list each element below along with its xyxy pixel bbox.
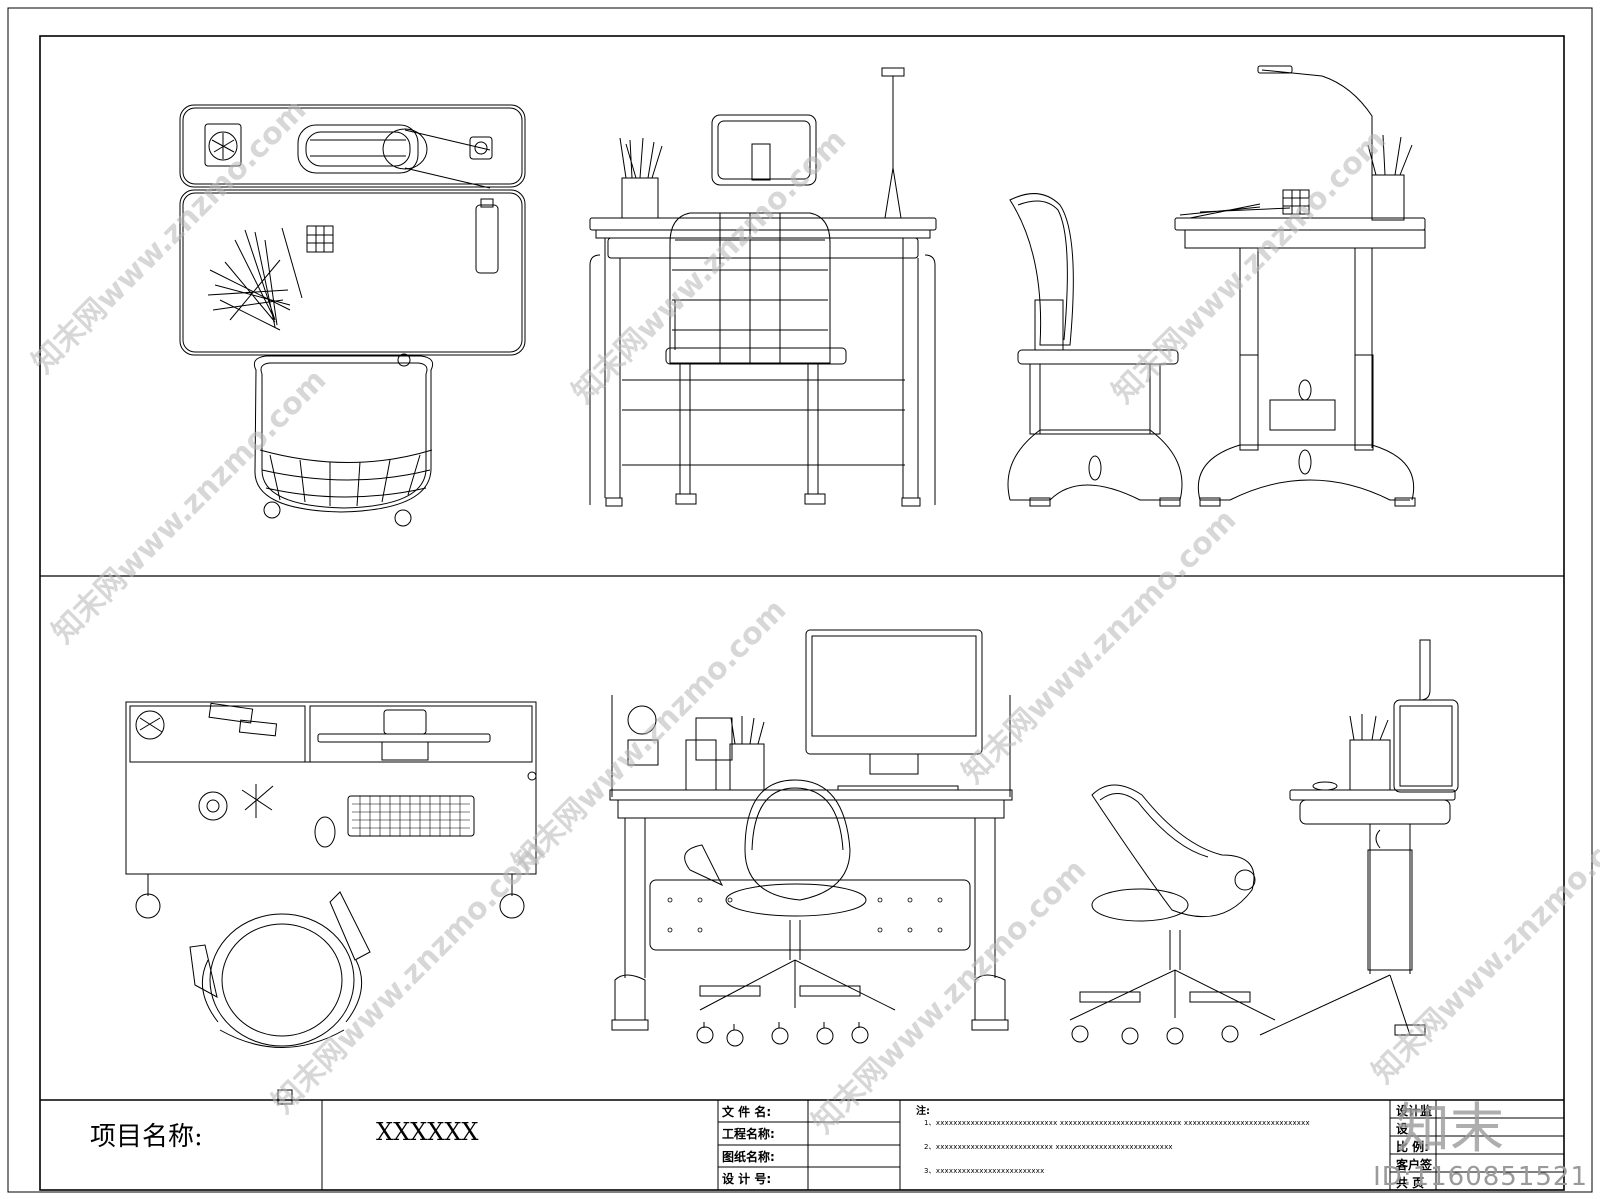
top-side-elevation-desk: [1174, 65, 1426, 507]
notes-label: 注:: [916, 1106, 930, 1117]
bottom-front-elevation: [609, 629, 1013, 1047]
field-scale: 比 例:: [1396, 1140, 1429, 1154]
field-drawing-name: 图纸名称:: [722, 1150, 775, 1164]
bottom-side-elevation-desk: [1259, 639, 1459, 1036]
outer-border: [7, 7, 1593, 1193]
bottom-side-elevation-chair: [1069, 784, 1276, 1045]
project-name-value: XXXXXX: [376, 1118, 479, 1146]
bottom-plan-view-chair: [189, 891, 371, 1105]
top-plan-view-chair: [253, 353, 434, 527]
note-line-3: 3、xxxxxxxxxxxxxxxxxxxxxxxxx: [924, 1167, 1045, 1175]
title-block-frame: [40, 1099, 1564, 1190]
watermark-id: ID:1160851521: [1373, 1162, 1588, 1192]
bottom-plan-view-desk: [125, 701, 537, 919]
top-side-elevation-chair: [1007, 193, 1183, 507]
field-total-pages: 共 页: [1396, 1176, 1425, 1190]
note-line-2: 2、xxxxxxxxxxxxxxxxxxxxxxxxxxx xxxxxxxxxx…: [924, 1143, 1173, 1151]
project-name-label: 项目名称:: [90, 1122, 203, 1152]
field-design-number: 设 计 号:: [722, 1172, 772, 1186]
top-front-elevation: [589, 67, 937, 507]
top-plan-view-desk: [179, 104, 526, 356]
field-designer: 设: [1396, 1122, 1409, 1136]
field-project-name: 工程名称:: [722, 1127, 775, 1141]
field-design-supervisor: 设计监: [1396, 1104, 1433, 1118]
watermark-logo: 知末: [1396, 1097, 1504, 1160]
inner-border: [39, 35, 1565, 1191]
field-client-sign: 客户签: [1396, 1158, 1433, 1172]
note-line-1: 1、xxxxxxxxxxxxxxxxxxxxxxxxxxxx xxxxxxxxx…: [924, 1119, 1310, 1127]
field-file-name: 文 件 名:: [722, 1105, 772, 1119]
